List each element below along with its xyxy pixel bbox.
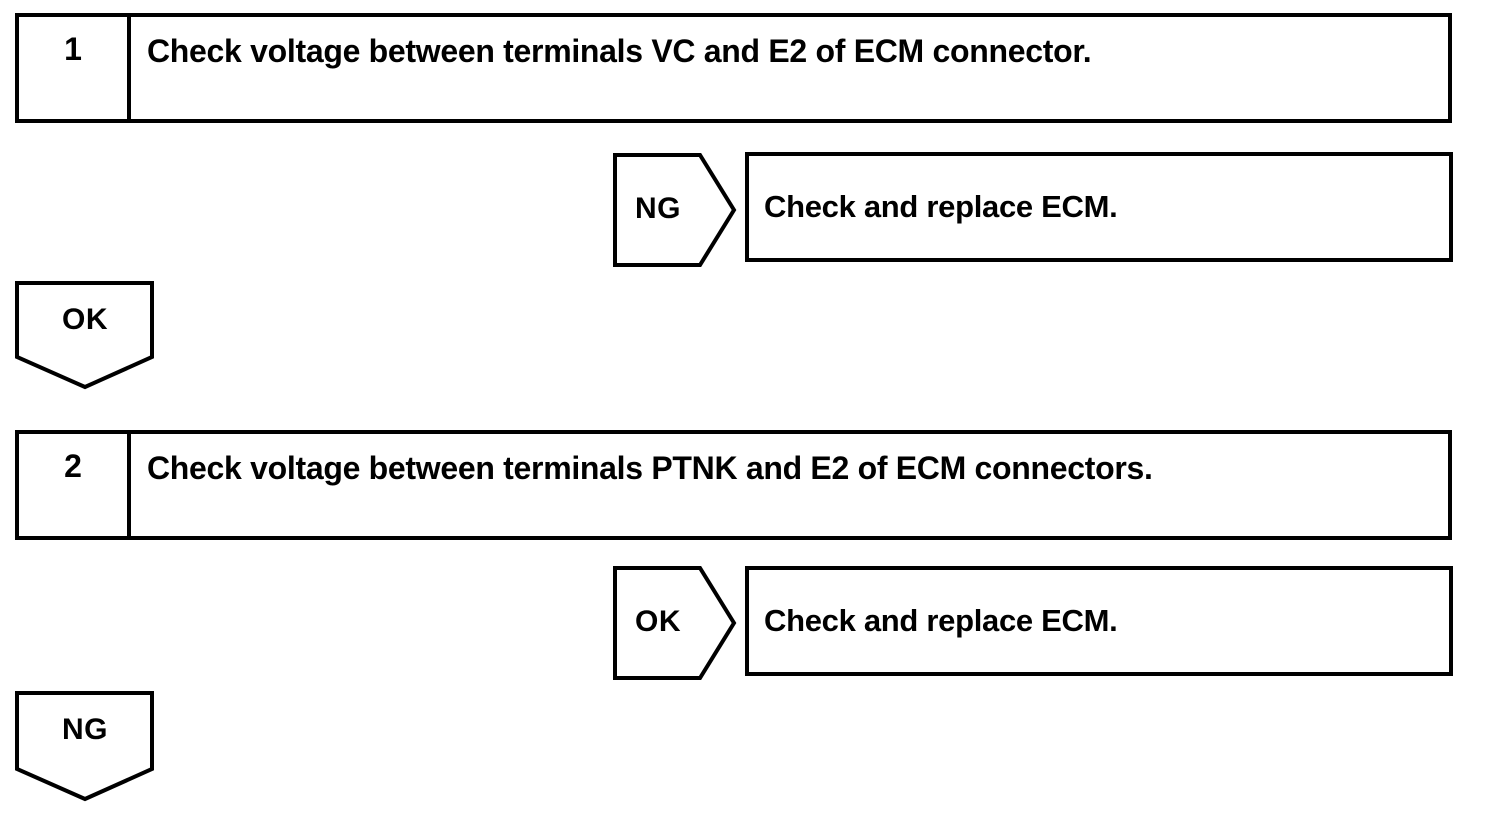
- ok-branch-label: OK: [635, 605, 681, 638]
- step-2-ng-continue: NG: [15, 691, 155, 803]
- step-2-instruction: Check voltage between terminals PTNK and…: [147, 450, 1153, 486]
- ng-arrow-down-icon: [15, 691, 154, 802]
- step-2-number: 2: [19, 434, 131, 536]
- ok-arrow-right-icon: [613, 566, 737, 680]
- step-1-result-text: Check and replace ECM.: [764, 189, 1118, 224]
- step-2-box: 2 Check voltage between terminals PTNK a…: [15, 430, 1452, 540]
- step-1-result-box: Check and replace ECM.: [745, 152, 1453, 262]
- step-2-ok-branch: OK: [613, 566, 737, 680]
- ok-continue-label: OK: [62, 303, 108, 336]
- step-1-box: 1 Check voltage between terminals VC and…: [15, 13, 1452, 123]
- step-1-number: 1: [19, 17, 131, 119]
- ng-continue-label: NG: [62, 713, 108, 746]
- step-1-ng-branch: NG: [613, 153, 737, 267]
- step-1-instruction: Check voltage between terminals VC and E…: [147, 33, 1092, 69]
- step-2-result-text: Check and replace ECM.: [764, 603, 1118, 638]
- ok-arrow-down-icon: [15, 281, 154, 390]
- ng-branch-label: NG: [635, 192, 681, 225]
- step-1-ok-continue: OK: [15, 281, 155, 391]
- step-2-result-box: Check and replace ECM.: [745, 566, 1453, 676]
- ng-arrow-right-icon: [613, 153, 737, 267]
